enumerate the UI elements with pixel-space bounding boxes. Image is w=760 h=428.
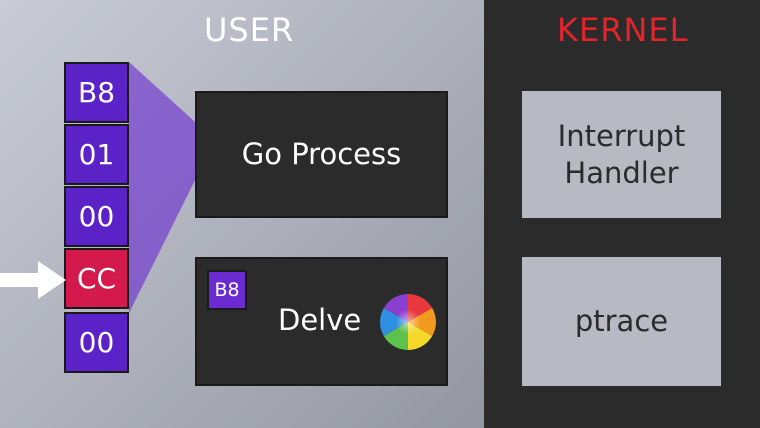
memory-byte: 00 <box>64 312 129 373</box>
delve-saved-byte: B8 <box>207 270 247 310</box>
user-heading: USER <box>204 11 295 49</box>
memory-byte-breakpoint: CC <box>64 248 129 309</box>
delve-label: Delve <box>278 303 362 337</box>
interrupt-handler-label: Interrupt Handler <box>557 119 686 190</box>
go-process-box: Go Process <box>195 91 448 218</box>
memory-byte: B8 <box>64 62 129 123</box>
kernel-heading: KERNEL <box>557 11 689 49</box>
memory-byte: 01 <box>64 124 129 185</box>
interrupt-handler-box: Interrupt Handler <box>522 91 721 218</box>
go-process-label: Go Process <box>241 137 402 172</box>
arrow-right-icon <box>0 261 68 305</box>
spinning-wheel-icon <box>380 294 436 350</box>
ptrace-box: ptrace <box>522 257 721 386</box>
memory-byte: 00 <box>64 186 129 247</box>
ptrace-label: ptrace <box>574 304 669 339</box>
